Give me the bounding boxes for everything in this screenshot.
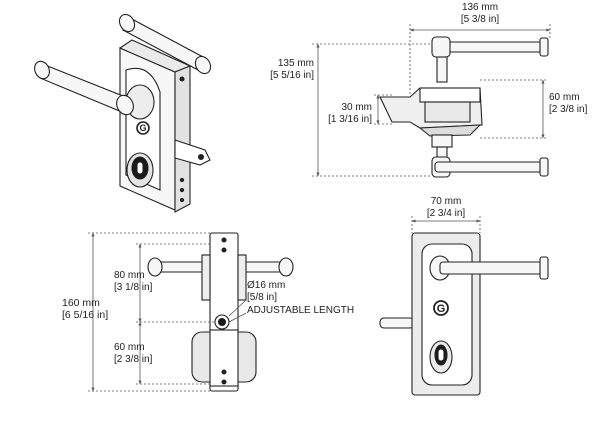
isometric-view xyxy=(34,13,212,213)
adjustable-length-label: ADJUSTABLE LENGTH xyxy=(247,305,355,316)
dim-plate-thickness: 30 mm[1 3/16 in] xyxy=(328,102,372,125)
dim-spindle-diameter: Ø16 mm[5/8 in] xyxy=(247,280,286,303)
iso-plate xyxy=(174,65,191,213)
side-view xyxy=(147,232,294,392)
iso-rear-handle xyxy=(118,13,212,75)
front-logo xyxy=(433,300,449,316)
dim-handle-to-cylinder: 80 mm[3 1/8 in] xyxy=(114,270,153,293)
front-logo-letter: G xyxy=(437,303,446,315)
dimension-lines xyxy=(88,24,551,392)
iso-front-handle xyxy=(34,60,134,116)
dim-top-height: 135 mm[5 5/16 in] xyxy=(270,58,314,81)
top-view xyxy=(379,36,549,178)
iso-logo xyxy=(136,121,150,135)
iso-cylinder xyxy=(126,152,154,188)
iso-logo-letter: G xyxy=(139,123,146,133)
front-view xyxy=(379,232,549,396)
dim-overall-height: 160 mm[6 5/16 in] xyxy=(62,297,109,321)
dim-handle-offset: 60 mm[2 3/8 in] xyxy=(549,92,588,115)
dim-cylinder-to-bottom: 60 mm[2 3/8 in] xyxy=(114,342,153,365)
dim-front-width: 70 mm[2 3/4 in] xyxy=(426,196,466,219)
dim-top-width: 136 mm[5 3/8 in] xyxy=(460,2,500,25)
